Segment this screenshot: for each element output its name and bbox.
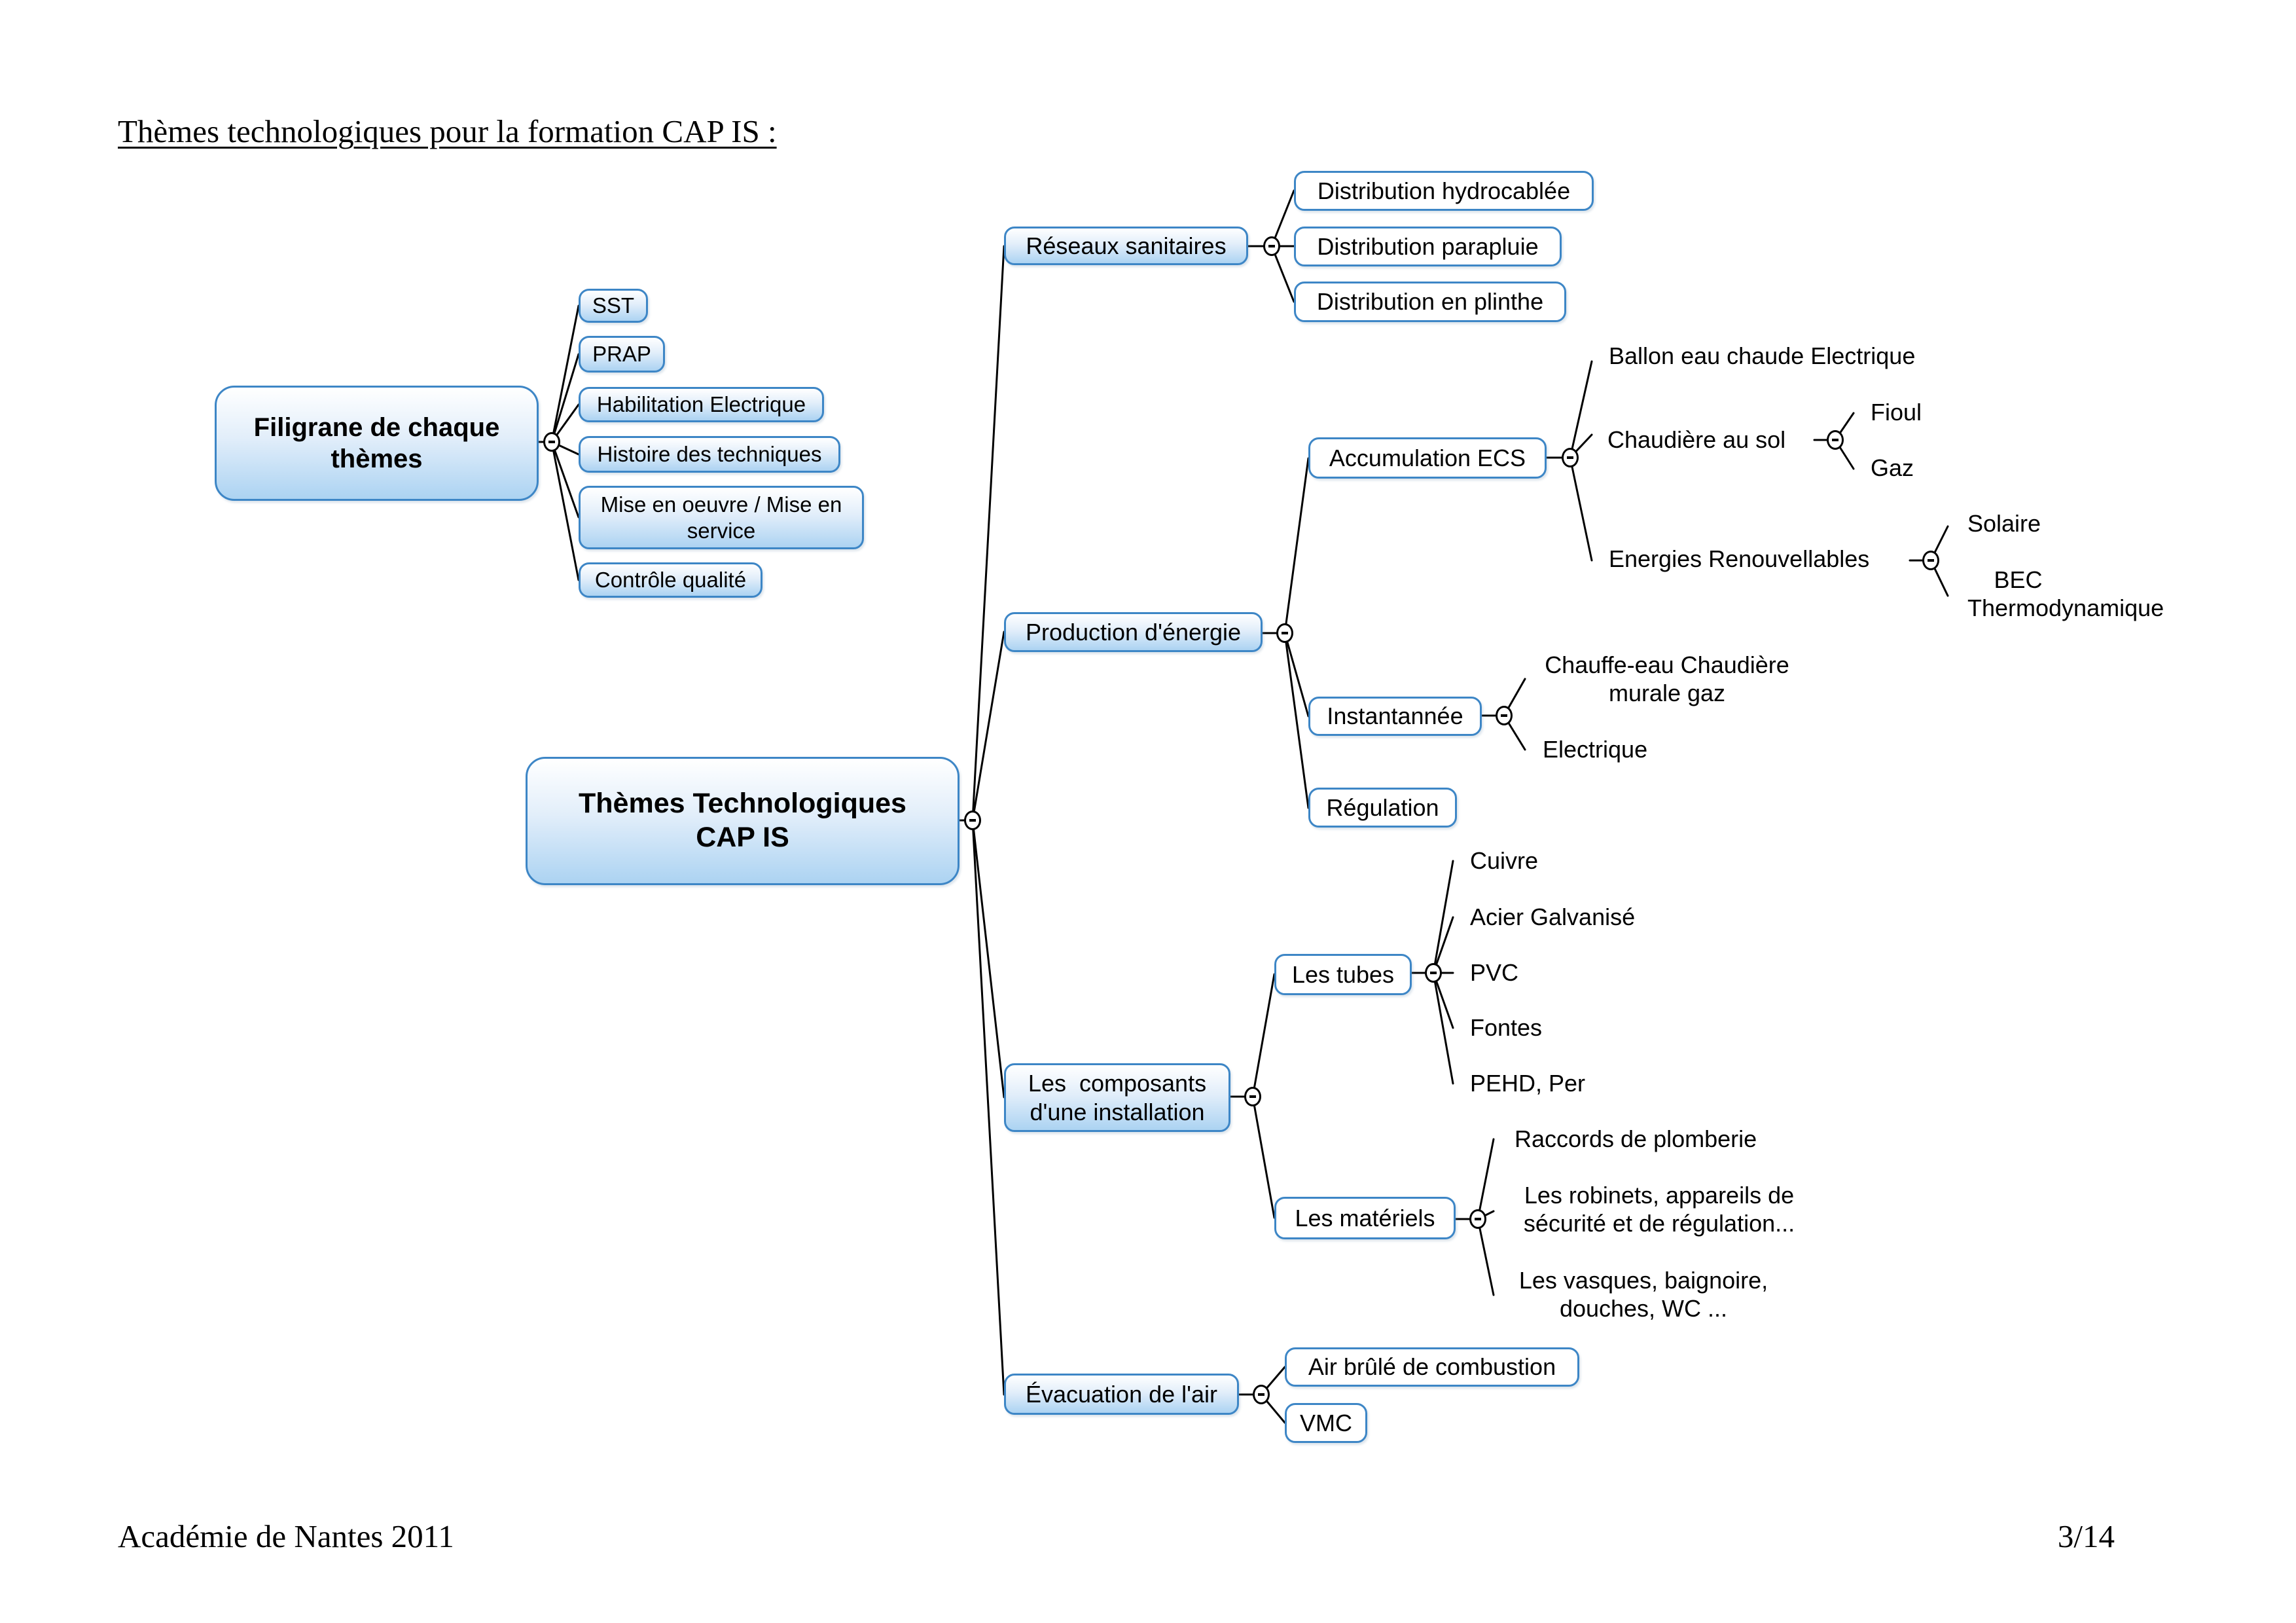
- materiels-vasques[interactable]: Les vasques, baignoire, douches, WC ...: [1518, 1267, 1768, 1322]
- child-label: Instantannée: [1327, 702, 1463, 730]
- filigrane-child-controle[interactable]: Contrôle qualité: [579, 562, 762, 598]
- link: [971, 245, 1005, 822]
- accumulation-renouvelables[interactable]: Energies Renouvellables: [1609, 545, 1870, 572]
- child-label: Distribution parapluie: [1317, 232, 1539, 260]
- production-accumulation-ecs[interactable]: Accumulation ECS: [1308, 437, 1547, 479]
- reseaux-child-plinthe[interactable]: Distribution en plinthe: [1294, 282, 1566, 322]
- filigrane-child-sst[interactable]: SST: [579, 289, 648, 323]
- filigrane-child-label: SST: [592, 293, 635, 318]
- branch-label: Évacuation de l'air: [1025, 1380, 1218, 1408]
- materiels-robinets[interactable]: Les robinets, appareils de sécurité et d…: [1523, 1182, 1795, 1237]
- materiels-raccords[interactable]: Raccords de plomberie: [1515, 1125, 1757, 1152]
- evacuation-collapse-toggle[interactable]: [1253, 1385, 1270, 1404]
- link: [1251, 973, 1276, 1098]
- instantannee-collapse-toggle[interactable]: [1496, 706, 1513, 725]
- accumulation-chaudiere-sol[interactable]: Chaudière au sol: [1607, 426, 1786, 453]
- link: [1432, 972, 1454, 1085]
- instantannee-chauffe-eau[interactable]: Chauffe-eau Chaudière murale gaz: [1545, 651, 1789, 707]
- link: [1569, 360, 1593, 459]
- link: [550, 441, 580, 581]
- branch-label-line1: Les composants: [1028, 1070, 1207, 1097]
- filigrane-label: Filigrane de chaque thèmes: [253, 413, 500, 473]
- link: [1270, 245, 1295, 303]
- reseaux-child-parapluie[interactable]: Distribution parapluie: [1294, 227, 1562, 266]
- child-label: Accumulation ECS: [1329, 444, 1526, 471]
- accumulation-ballon[interactable]: Ballon eau chaude Electrique: [1609, 342, 1916, 369]
- child-label: Air brûlé de combustion: [1308, 1353, 1556, 1381]
- link: [550, 304, 580, 443]
- link: [971, 819, 1005, 1099]
- branch-composants[interactable]: Les composants d'une installation: [1004, 1063, 1230, 1132]
- link: [550, 441, 580, 519]
- renouvelables-bec-thermodynamique[interactable]: BEC Thermodynamique: [1967, 566, 2164, 622]
- link: [1477, 1138, 1495, 1220]
- filigrane-child-prap[interactable]: PRAP: [579, 336, 665, 373]
- filigrane-child-mise-en-oeuvre[interactable]: Mise en oeuvre / Mise en service: [579, 486, 864, 549]
- tubes-fontes[interactable]: Fontes: [1470, 1014, 1543, 1041]
- tubes-pvc[interactable]: PVC: [1470, 959, 1519, 986]
- filigrane-child-label: PRAP: [592, 342, 651, 367]
- link: [971, 630, 1005, 822]
- evacuation-vmc[interactable]: VMC: [1285, 1403, 1367, 1443]
- renouvelables-collapse-toggle[interactable]: [1922, 551, 1939, 570]
- footer-organization: Académie de Nantes 2011: [118, 1518, 454, 1554]
- filigrane-child-label: Mise en oeuvre / Mise en service: [600, 492, 842, 543]
- reseaux-child-hydrocablee[interactable]: Distribution hydrocablée: [1294, 171, 1594, 211]
- materiels-collapse-toggle[interactable]: [1469, 1209, 1486, 1229]
- filigrane-child-label: Habilitation Electrique: [596, 392, 806, 417]
- composants-tubes[interactable]: Les tubes: [1274, 954, 1412, 995]
- accumulation-collapse-toggle[interactable]: [1562, 448, 1579, 467]
- branch-reseaux-sanitaires[interactable]: Réseaux sanitaires: [1004, 227, 1248, 265]
- composants-materiels[interactable]: Les matériels: [1274, 1197, 1456, 1239]
- root-label-line1: Thèmes Technologiques: [579, 788, 906, 820]
- child-label: VMC: [1300, 1409, 1352, 1436]
- branch-production-energie[interactable]: Production d'énergie: [1004, 612, 1263, 652]
- root-collapse-toggle[interactable]: [964, 811, 981, 830]
- link: [1283, 457, 1310, 634]
- child-label: Distribution hydrocablée: [1317, 177, 1571, 204]
- filigrane-collapse-toggle[interactable]: [543, 432, 560, 452]
- tubes-cuivre[interactable]: Cuivre: [1470, 847, 1539, 874]
- filigrane-child-habilitation[interactable]: Habilitation Electrique: [579, 387, 824, 422]
- link: [1432, 860, 1454, 974]
- chaudiere-sol-gaz[interactable]: Gaz: [1871, 454, 1914, 481]
- link: [1283, 632, 1310, 809]
- filigrane-child-histoire[interactable]: Histoire des techniques: [579, 436, 840, 473]
- link: [1432, 972, 1454, 1029]
- production-instantannee[interactable]: Instantannée: [1308, 697, 1482, 736]
- tubes-pehd-per[interactable]: PEHD, Per: [1470, 1070, 1586, 1097]
- reseaux-collapse-toggle[interactable]: [1263, 236, 1280, 256]
- filigrane-child-label: Contrôle qualité: [594, 568, 747, 593]
- production-regulation[interactable]: Régulation: [1308, 788, 1457, 828]
- link: [1283, 632, 1310, 718]
- page-title: Thèmes technologiques pour la formation …: [118, 113, 777, 149]
- filigrane-node[interactable]: Filigrane de chaque thèmes: [215, 386, 539, 501]
- instantannee-electrique[interactable]: Electrique: [1543, 736, 1648, 763]
- link: [1569, 456, 1593, 562]
- root-node[interactable]: Thèmes Technologiques CAP IS: [526, 757, 960, 885]
- link: [1477, 1218, 1495, 1296]
- branch-label: Production d'énergie: [1025, 618, 1242, 646]
- child-label: Les tubes: [1291, 960, 1395, 988]
- tubes-collapse-toggle[interactable]: [1425, 963, 1442, 983]
- renouvelables-solaire[interactable]: Solaire: [1967, 510, 2041, 537]
- child-label: Distribution en plinthe: [1316, 288, 1544, 316]
- root-label-line2: CAP IS: [696, 822, 789, 853]
- branch-label-line2: d'une installation: [1030, 1098, 1205, 1125]
- evacuation-air-brule[interactable]: Air brûlé de combustion: [1285, 1347, 1579, 1387]
- child-label: Régulation: [1326, 793, 1439, 821]
- chaudiere-sol-collapse-toggle[interactable]: [1827, 430, 1844, 450]
- production-collapse-toggle[interactable]: [1276, 623, 1293, 643]
- chaudiere-sol-fioul[interactable]: Fioul: [1871, 399, 1922, 426]
- filigrane-child-label: Histoire des techniques: [597, 442, 822, 467]
- child-label: Les matériels: [1295, 1204, 1435, 1231]
- branch-evacuation-air[interactable]: Évacuation de l'air: [1004, 1374, 1239, 1415]
- link: [550, 353, 580, 443]
- page-number: 3/14: [2057, 1518, 2115, 1554]
- link: [971, 819, 1005, 1396]
- composants-collapse-toggle[interactable]: [1244, 1087, 1261, 1106]
- link: [1251, 1095, 1276, 1219]
- tubes-acier-galvanise[interactable]: Acier Galvanisé: [1470, 903, 1636, 930]
- branch-label: Réseaux sanitaires: [1026, 232, 1227, 259]
